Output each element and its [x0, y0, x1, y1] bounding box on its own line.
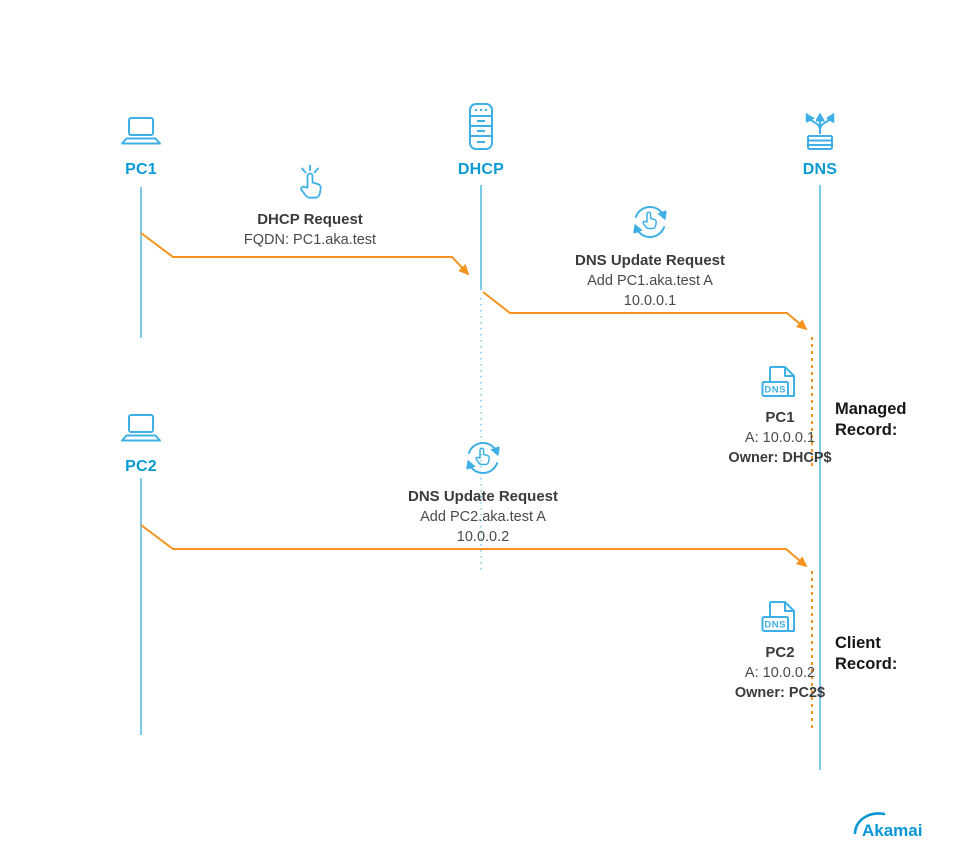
- record-managed: DNS PC1 A: 10.0.0.1 Owner: DHCP$: [698, 362, 862, 468]
- message-line: FQDN: PC1.aka.test: [243, 232, 377, 248]
- dns-record-icon: DNS: [698, 362, 862, 404]
- akamai-swoosh: [853, 812, 886, 835]
- message-dns-update-pc2: DNS Update Request Add PC2.aka.test A 10…: [381, 436, 585, 547]
- sync-tap-icon: [381, 436, 585, 480]
- dns-record-icon: DNS: [698, 597, 862, 639]
- arrow-dns-update-pc1: [482, 291, 808, 331]
- message-dhcp-request: DHCP Request FQDN: PC1.aka.test: [208, 163, 412, 250]
- lifelines: [140, 185, 821, 770]
- tag-line: Managed: [835, 400, 907, 418]
- tag-line: Record:: [835, 655, 898, 673]
- actor-pc1: PC1: [99, 100, 183, 179]
- brand-text: Akamai: [862, 821, 922, 840]
- actor-dhcp: DHCP: [439, 100, 523, 179]
- message-line: 10.0.0.2: [456, 529, 510, 545]
- record-address: A: 10.0.0.2: [744, 665, 816, 681]
- record-address: A: 10.0.0.1: [744, 430, 816, 446]
- message-title: DHCP Request: [257, 211, 363, 228]
- arrow-dns-update-pc2: [140, 524, 808, 568]
- message-line: Add PC2.aka.test A: [420, 509, 546, 525]
- actor-label-pc2: PC2: [125, 458, 157, 475]
- message-line: 10.0.0.1: [623, 293, 677, 309]
- laptop-icon: [99, 397, 183, 449]
- tag-line: Record:: [835, 421, 898, 439]
- message-line: Add PC1.aka.test A: [587, 273, 713, 289]
- message-dns-update-pc1: DNS Update Request Add PC1.aka.test A 10…: [548, 200, 752, 311]
- record-owner: Owner: DHCP$: [728, 450, 832, 466]
- actor-label-dns: DNS: [802, 161, 838, 178]
- arrow-dhcp-request: [140, 232, 470, 276]
- tag-line: Client: [835, 634, 881, 652]
- message-arrows: [140, 232, 813, 728]
- tap-icon: [208, 163, 412, 203]
- dns-record-icon-label: DNS: [764, 620, 786, 631]
- record-client: DNS PC2 A: 10.0.0.2 Owner: PC2$: [698, 597, 862, 703]
- network-routes-icon: [778, 100, 862, 152]
- actor-label-pc1: PC1: [125, 161, 157, 178]
- record-host: PC2: [765, 644, 795, 661]
- server-icon: [439, 100, 523, 152]
- dns-record-icon-label: DNS: [764, 385, 786, 396]
- message-title: DNS Update Request: [407, 488, 559, 505]
- record-owner: Owner: PC2$: [734, 685, 826, 701]
- message-title: DNS Update Request: [574, 252, 726, 269]
- actor-label-dhcp: DHCP: [457, 161, 505, 178]
- sync-tap-icon: [548, 200, 752, 244]
- laptop-icon: [99, 100, 183, 152]
- record-host: PC1: [765, 409, 795, 426]
- record-tag-client: Client Record:: [835, 633, 897, 675]
- actor-pc2: PC2: [99, 397, 183, 476]
- actor-dns: DNS: [778, 100, 862, 179]
- record-tag-managed: Managed Record:: [835, 399, 907, 441]
- akamai-logo: Akamai: [845, 808, 949, 849]
